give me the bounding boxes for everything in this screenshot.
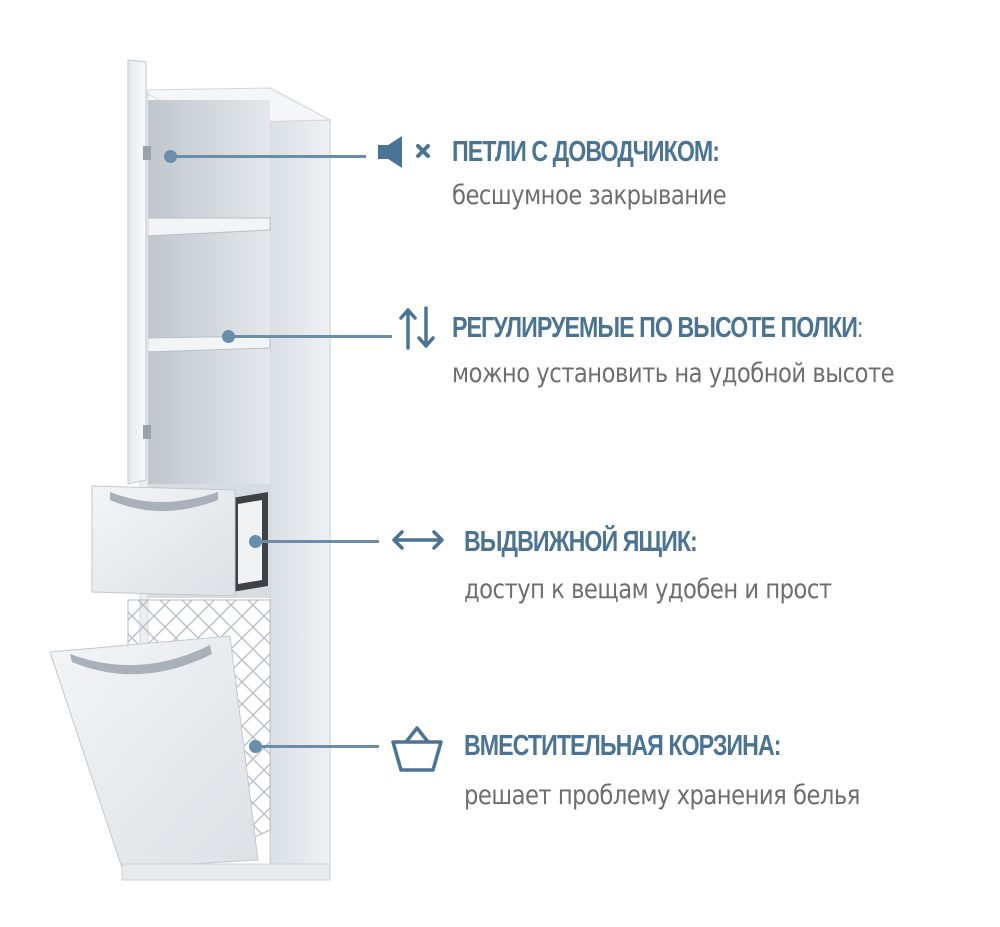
feature-subtitle: доступ к вещам удобен и прост	[464, 574, 832, 605]
feature-subtitle: решает проблему хранения белья	[464, 780, 860, 811]
pointer-line	[170, 155, 366, 158]
feature-subtitle: можно установить на удобной высоте	[452, 358, 895, 389]
cabinet-side-panel	[269, 87, 331, 881]
pointer-line	[255, 745, 379, 748]
drawer-front	[91, 485, 236, 597]
feature-subtitle: бесшумное закрывание	[452, 180, 727, 211]
feature-title: ВЫДВИЖНОЙ ЯЩИК:	[464, 526, 698, 558]
pointer-line	[255, 540, 379, 543]
door-hinge-lower	[143, 425, 151, 439]
feature-title-colon: :	[856, 312, 863, 344]
basket-door-handle	[70, 645, 212, 675]
left-right-arrow-icon	[392, 530, 444, 550]
basket-icon	[391, 726, 443, 772]
cabinet-interior	[146, 100, 270, 485]
speaker-mute-icon	[378, 136, 430, 168]
cabinet-door	[127, 59, 147, 485]
basket-door	[49, 635, 259, 869]
feature-title: РЕГУЛИРУЕМЫЕ ПО ВЫСОТЕ ПОЛКИ:	[452, 312, 863, 345]
feature-title: ВМЕСТИТЕЛЬНАЯ КОРЗИНА:	[464, 730, 781, 762]
pointer-line	[228, 335, 392, 338]
feature-title-text: РЕГУЛИРУЕМЫЕ ПО ВЫСОТЕ ПОЛКИ	[452, 312, 858, 344]
drawer-handle	[110, 492, 218, 511]
feature-title: ПЕТЛИ С ДОВОДЧИКОМ:	[452, 136, 720, 168]
door-hinge	[143, 146, 151, 160]
up-down-arrows-icon	[399, 306, 435, 350]
cabinet-plinth	[121, 863, 331, 881]
